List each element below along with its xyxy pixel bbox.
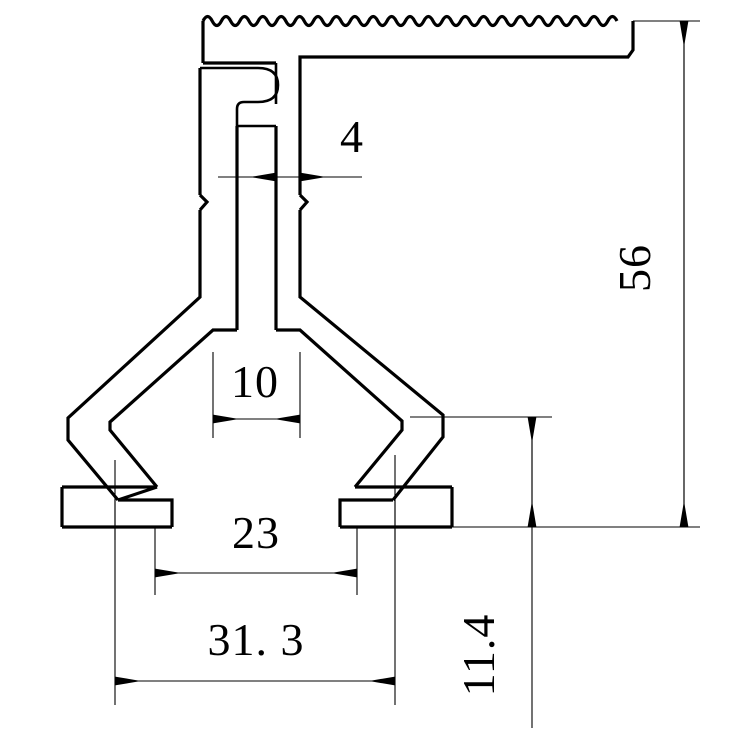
dimension-11-4: 11.4: [410, 416, 552, 728]
right-leg-inner: [276, 328, 404, 489]
construction-lines: [114, 455, 396, 540]
left-web-line: [198, 68, 210, 237]
dimension-10: 10: [212, 352, 301, 438]
dim-11-4-label: 11.4: [453, 614, 504, 697]
knurled-top-face: [201, 14, 619, 28]
dimension-4: 4: [218, 111, 364, 182]
upper-flange: [201, 21, 635, 110]
dimension-31-3: 31. 3: [114, 500, 396, 705]
right-web-line: [298, 110, 310, 237]
dimension-56: 56: [452, 20, 700, 528]
left-foot: [60, 485, 174, 529]
left-leg-outer: [66, 237, 202, 502]
dim-56-label: 56: [609, 244, 660, 292]
dim-4-label: 4: [340, 111, 364, 162]
right-leg-outer: [298, 237, 445, 501]
dim-31-3-label: 31. 3: [208, 614, 305, 665]
dim-23-label: 23: [232, 507, 280, 558]
channel-upper-walls: [235, 126, 278, 330]
dim-10-label: 10: [231, 356, 279, 407]
dimension-23: 23: [154, 507, 358, 595]
left-leg-inner: [108, 328, 237, 489]
right-foot: [338, 485, 454, 529]
snap-hook: [200, 63, 280, 128]
